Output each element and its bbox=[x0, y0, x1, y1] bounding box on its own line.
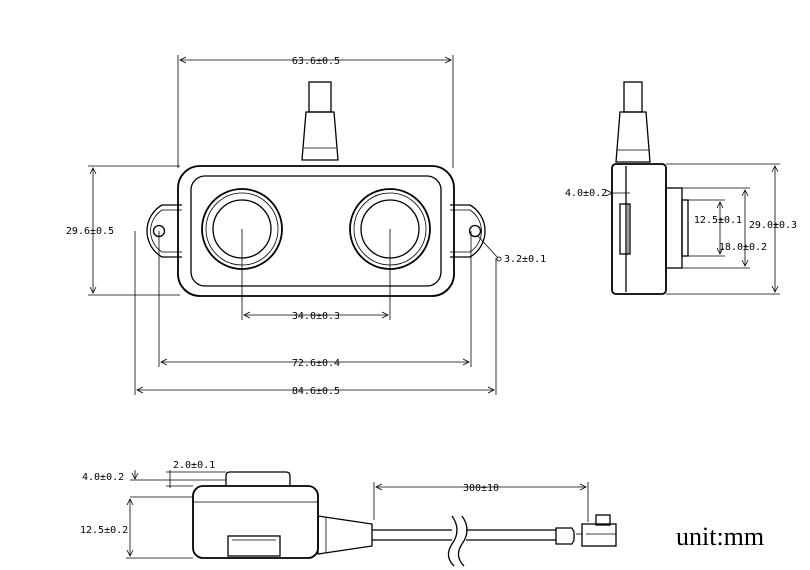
front-strain-relief bbox=[301, 111, 339, 161]
terminal-connector bbox=[581, 523, 617, 547]
dim-lens-height: 18.0±0.2 bbox=[719, 242, 767, 253]
bottom-slot bbox=[227, 535, 281, 557]
side-view: 4.0±0.2 12.5±0.1 18.0±0.2 29.0±0.3 bbox=[565, 81, 797, 295]
left-mounting-ear bbox=[146, 204, 182, 258]
side-flange-slot bbox=[619, 203, 631, 255]
front-body bbox=[177, 165, 455, 297]
cable-ferrule bbox=[555, 527, 575, 545]
bottom-view: 4.0±0.2 2.0±0.1 300±10 12.5±0.2 bbox=[80, 460, 617, 567]
dim-overall-width: 84.6±0.5 bbox=[292, 386, 340, 397]
bottom-lens-bump bbox=[225, 471, 291, 486]
side-cable bbox=[623, 81, 643, 113]
unit-label: unit:mm bbox=[676, 522, 764, 551]
side-lens bbox=[681, 199, 689, 257]
bottom-strain-relief bbox=[317, 515, 373, 555]
dim-height: 29.6±0.5 bbox=[66, 226, 114, 237]
front-body-inner bbox=[190, 175, 442, 287]
dim-overall-height: 29.0±0.3 bbox=[749, 220, 797, 231]
dim-body-height: 12.5±0.2 bbox=[80, 525, 128, 536]
right-mounting-ear bbox=[450, 204, 486, 258]
dim-lens-spacing: 34.0±0.3 bbox=[292, 311, 340, 322]
dim-lens-protrusion: 2.0±0.1 bbox=[173, 460, 215, 471]
front-view: 63.6±0.5 29.6±0.5 34.0±0.3 72.6±0.4 84.6… bbox=[66, 55, 546, 397]
bottom-body bbox=[192, 485, 319, 559]
right-mounting-hole bbox=[468, 224, 482, 238]
dim-cable-length: 300±10 bbox=[463, 483, 499, 494]
side-strain-relief bbox=[615, 111, 651, 163]
dim-top-offset: 4.0±0.2 bbox=[82, 472, 124, 483]
cable-break-left bbox=[447, 515, 458, 567]
front-cable bbox=[308, 81, 332, 113]
dim-lens-diameter: 12.5±0.1 bbox=[694, 215, 742, 226]
side-lens-housing bbox=[665, 187, 683, 269]
cable-break-right bbox=[457, 515, 468, 567]
dim-flange-thickness: 4.0±0.2 bbox=[565, 188, 607, 199]
dim-hole-diameter: 3.2±0.1 bbox=[504, 254, 546, 265]
dim-hole-spacing: 72.6±0.4 bbox=[292, 358, 340, 369]
dim-width: 63.6±0.5 bbox=[292, 56, 340, 67]
